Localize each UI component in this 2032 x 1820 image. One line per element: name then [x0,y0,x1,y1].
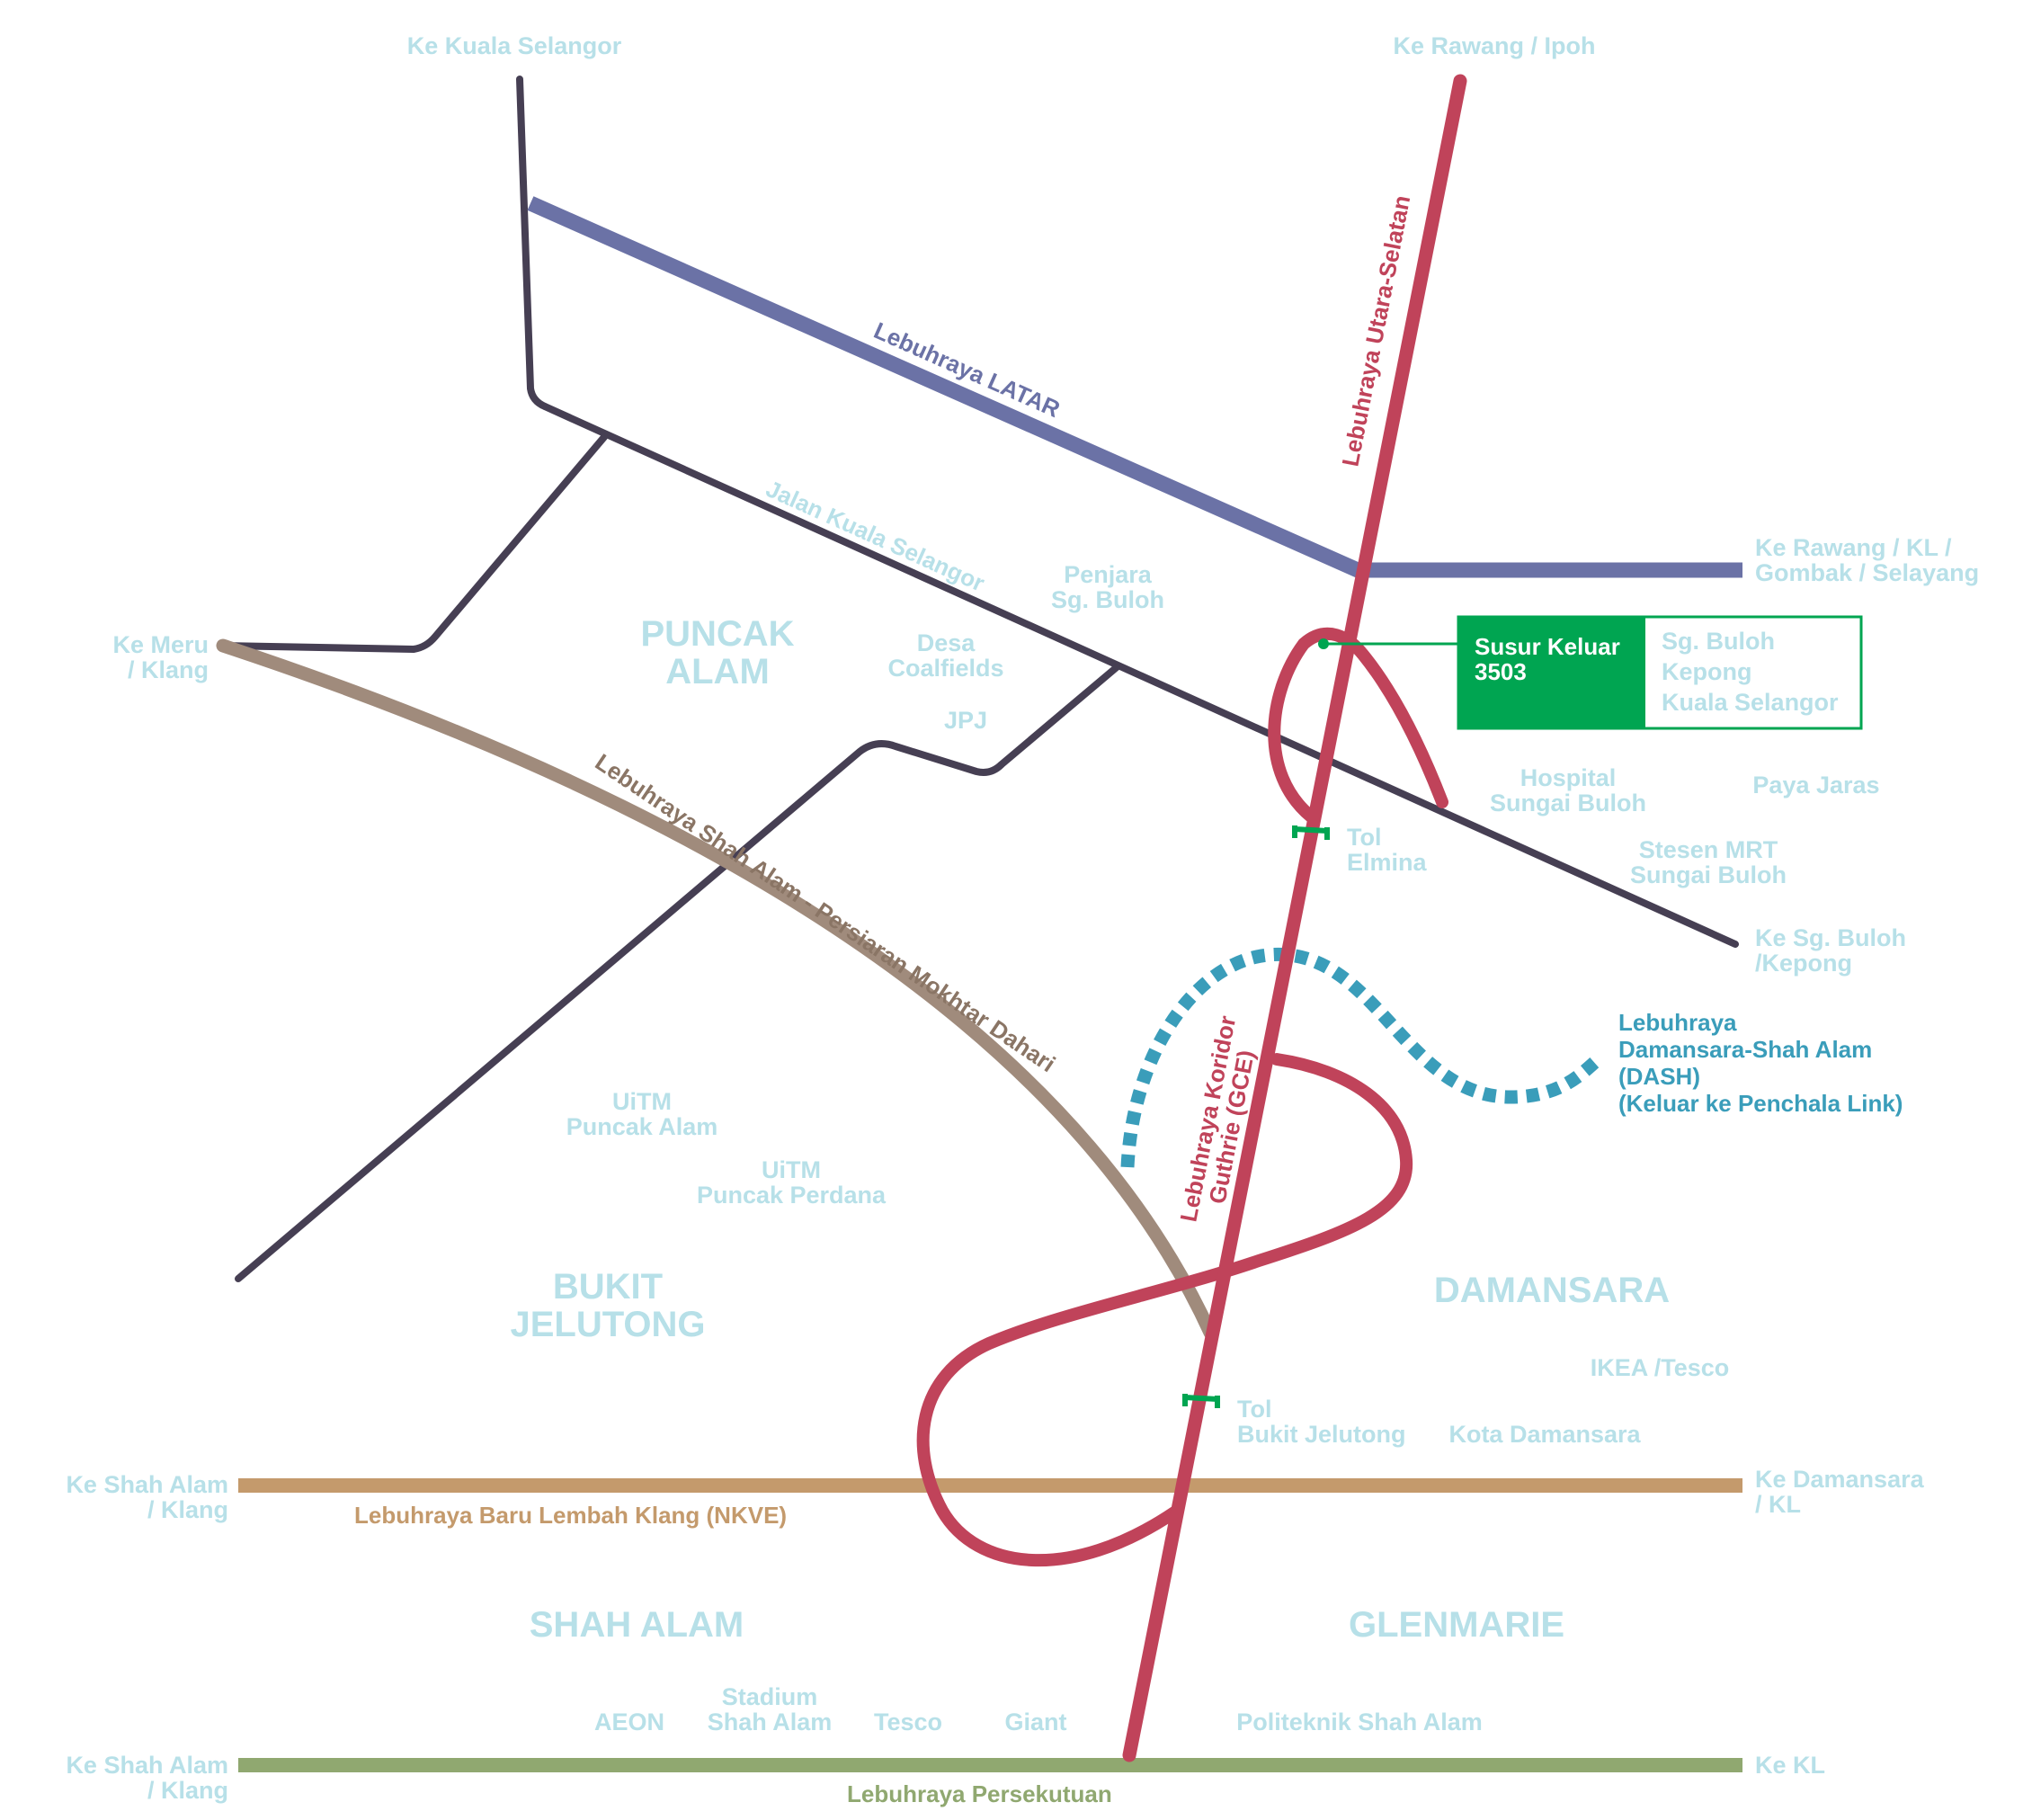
area-glenmarie: GLENMARIE [1349,1605,1564,1645]
place-uitm-pa-1: UiTM [612,1088,672,1115]
lebuhraya-dash [1120,947,1605,1168]
label-persekutuan: Lebuhraya Persekutuan [847,1780,1112,1807]
area-puncak-alam-2: ALAM [665,652,770,691]
exit-destination: Sg. Buloh [1662,628,1775,655]
gce-interchange-loop [916,1053,1413,1566]
exit-destination: Kepong [1662,658,1752,685]
exit-3503-box: Susur Keluar 3503 Sg. Buloh Kepong Kuala… [1457,615,1863,730]
place-penjara-2: Sg. Buloh [1051,586,1164,613]
label-shah-alam-highway: Lebuhraya Shah Alam - Persiaran Mokhtar … [591,748,1061,1077]
place-stadium-2: Shah Alam [708,1708,833,1735]
place-jpj: JPJ [944,707,987,734]
place-aeon: AEON [594,1708,664,1735]
place-hospital-2: Sungai Buloh [1490,790,1646,816]
toll-labels: Tol Elmina Tol Bukit Jelutong [1237,824,1428,1448]
toll-bukit-jelutong-2: Bukit Jelutong [1237,1421,1406,1448]
toll-elmina-1: Tol [1347,824,1381,851]
place-uitm-pa-2: Puncak Alam [566,1113,718,1140]
label-dash-3: (DASH) [1618,1063,1700,1090]
lebuhraya-shah-alam [216,638,1217,1340]
dir-sg-buloh-1: Ke Sg. Buloh [1755,924,1906,951]
lebuhraya-utara-selatan-group [916,74,1467,1762]
area-shah-alam: SHAH ALAM [530,1605,744,1645]
toll-bukit-jelutong-marker [1182,1394,1220,1408]
area-labels: PUNCAK ALAM BUKIT JELUTONG DAMANSARA SHA… [510,614,1670,1645]
place-labels: Penjara Sg. Buloh Desa Coalfields JPJ Ho… [566,561,1880,1735]
place-ikea: IKEA /Tesco [1591,1354,1730,1381]
exit-title-line2: 3503 [1475,658,1527,685]
dir-kuala-selangor: Ke Kuala Selangor [407,32,622,59]
dir-shah-alam-fed-2: / Klang [147,1777,228,1804]
dir-rawang-kl-1: Ke Rawang / KL / [1755,534,1952,561]
dir-shah-alam-nkve-2: / Klang [147,1496,228,1523]
place-uitm-pp-1: UiTM [762,1156,821,1183]
place-desa-2: Coalfields [887,655,1003,682]
toll-elmina-2: Elmina [1347,849,1428,876]
place-kota-damansara: Kota Damansara [1448,1421,1641,1448]
place-mrt-2: Sungai Buloh [1630,861,1787,888]
label-nkve: Lebuhraya Baru Lembah Klang (NKVE) [354,1502,787,1529]
area-damansara: DAMANSARA [1434,1271,1670,1310]
label-utara-selatan: Lebuhraya Utara-Selatan [1336,193,1415,468]
place-uitm-pp-2: Puncak Perdana [697,1182,887,1209]
label-dash-1: Lebuhraya [1618,1009,1737,1036]
area-puncak-alam-1: PUNCAK [640,614,794,654]
exit-box-number-panel [1458,617,1645,728]
road-puncak-alam-diagonal [235,664,1120,1282]
place-hospital-1: Hospital [1520,764,1617,791]
road-meru-link [219,433,608,653]
place-desa-1: Desa [917,629,976,656]
label-dash-4: (Keluar ke Penchala Link) [1618,1090,1903,1117]
road-labels: Lebuhraya LATAR Lebuhraya Utara-Selatan … [354,193,1903,1807]
place-paya-jaras: Paya Jaras [1752,772,1879,798]
place-giant: Giant [1004,1708,1066,1735]
place-penjara-1: Penjara [1064,561,1153,588]
dir-meru-2: / Klang [128,656,209,683]
direction-labels: Ke Kuala Selangor Ke Rawang / Ipoh Ke Ra… [66,32,1979,1804]
area-bukit-jelutong-1: BUKIT [553,1267,663,1307]
exit-title-line1: Susur Keluar [1475,633,1620,660]
dir-meru-1: Ke Meru [112,631,209,658]
dir-damansara-2: / KL [1755,1491,1801,1518]
local-roads [219,76,1739,1282]
dir-rawang-ipoh: Ke Rawang / Ipoh [1393,32,1595,59]
place-mrt-1: Stesen MRT [1639,836,1778,863]
elmina-loop [1268,627,1448,823]
toll-elmina-marker [1292,825,1330,840]
road-kuala-selangor-north [516,76,548,410]
exit-destination: Kuala Selangor [1662,689,1839,716]
place-politeknik: Politeknik Shah Alam [1236,1708,1483,1735]
jalan-kuala-selangor [541,403,1739,948]
dir-rawang-kl-2: Gombak / Selayang [1755,559,1979,586]
lebuhraya-latar [527,196,1742,578]
area-bukit-jelutong-2: JELUTONG [510,1305,705,1344]
dir-damansara-1: Ke Damansara [1755,1466,1925,1493]
lebuhraya-utara-selatan [1122,74,1467,1762]
dir-kl: Ke KL [1755,1752,1825,1779]
label-jalan-kuala-selangor: Jalan Kuala Selangor [762,475,989,597]
label-dash-2: Damansara-Shah Alam [1618,1036,1872,1063]
place-stadium-1: Stadium [722,1683,818,1710]
toll-bukit-jelutong-1: Tol [1237,1396,1271,1423]
dir-shah-alam-nkve-1: Ke Shah Alam [66,1471,228,1498]
place-tesco: Tesco [874,1708,942,1735]
dir-shah-alam-fed-1: Ke Shah Alam [66,1752,228,1779]
dir-sg-buloh-2: /Kepong [1755,950,1852,977]
